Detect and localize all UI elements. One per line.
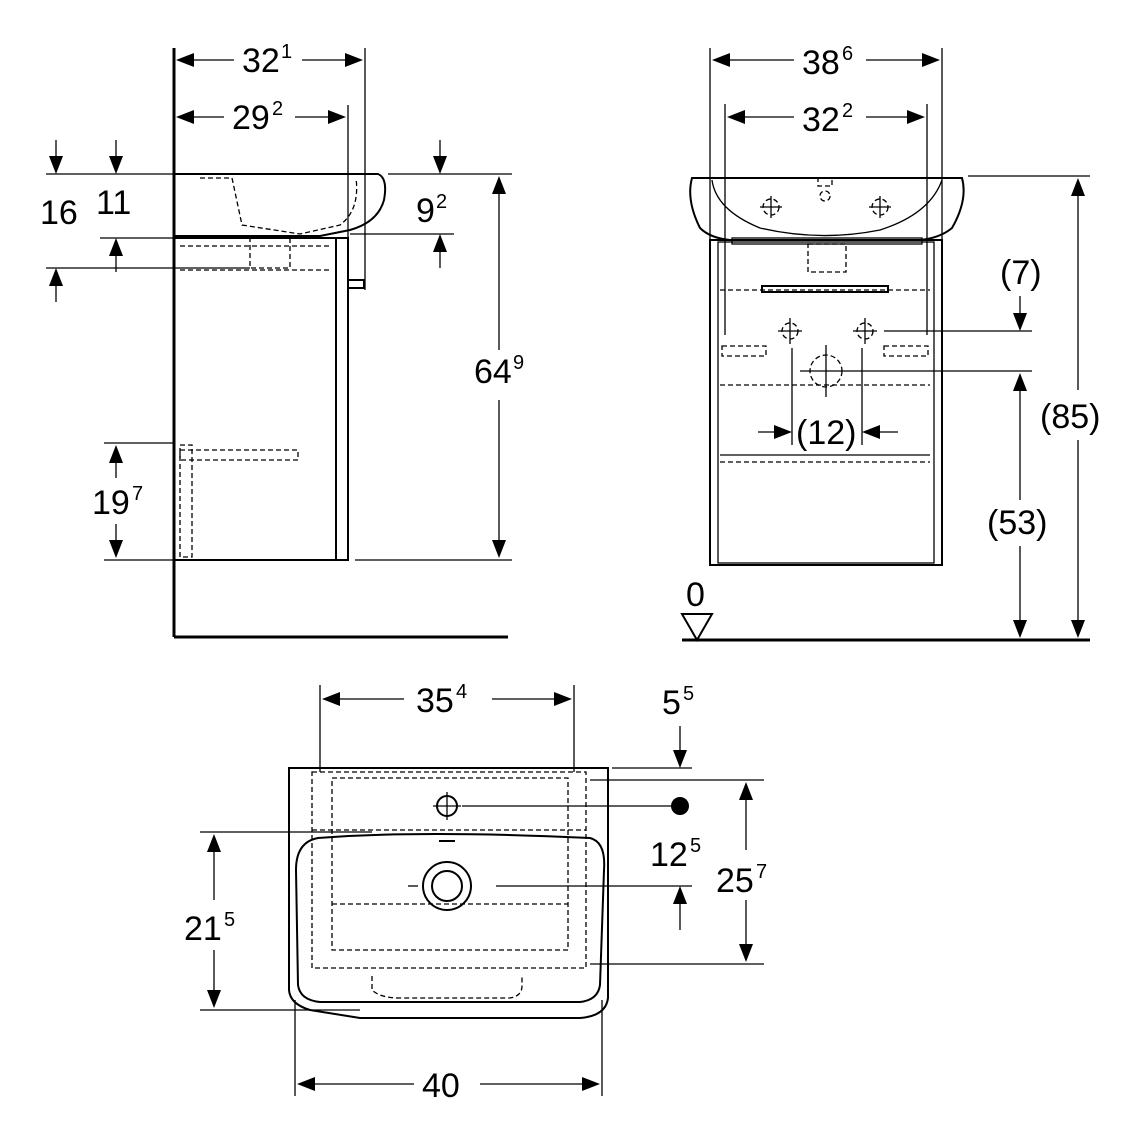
dim-basin-depth: 21 [184,910,222,948]
dim-cabinet-depth: 25 [716,862,754,900]
dim-side-width-total-sup: 1 [281,41,292,63]
dim-top-cabinet-width-sup: 4 [456,681,467,703]
siphon-dashed [249,237,291,269]
side-view: 32 1 29 2 16 11 9 2 [40,41,524,639]
dim-drawer-height-sup: 7 [132,483,143,505]
dim-tap-distance-sup: 5 [690,835,701,857]
dim-top-cabinet-width: 35 [416,682,454,720]
dim-cabinet-height: 64 [474,353,512,391]
dim-rim-height: 11 [96,184,131,222]
dim-overflow: 9 [416,192,435,230]
dim-total-height: (85) [1040,398,1100,436]
dim-waste-height: (53) [987,504,1047,542]
basin-side-profile [174,173,387,237]
drawer-dashed [179,449,299,461]
dim-basin-depth-sup: 5 [224,909,235,931]
valve-left [778,318,802,344]
dim-front-width-cabinet-sup: 2 [842,100,853,122]
dim-rear-offset: 5 [662,684,681,722]
tap-hole-left [760,196,782,218]
basin-bowl [294,833,606,1003]
dim-basin-height: 16 [40,194,78,232]
dim-basin-width: 40 [422,1067,460,1105]
floor-level-label: 0 [686,576,705,614]
tap-hole-top [433,792,461,820]
dim-waste-offset: (7) [1000,254,1042,292]
drain-top [408,861,472,911]
dim-side-width-basin-sup: 2 [272,98,283,120]
dim-rear-offset-sup: 5 [683,683,694,705]
top-view: 35 4 5 5 12 5 25 7 21 5 [184,681,767,1105]
floor-level-marker [680,613,714,643]
dim-front-width-basin: 38 [802,44,840,82]
basin-inner-dashed [200,177,358,235]
drawer-box-dashed [179,444,193,558]
dim-waste-spacing: (12) [796,414,856,452]
dim-drawer-height: 19 [92,484,130,522]
cabinet-side [173,237,337,561]
dim-overflow-sup: 2 [436,191,447,213]
basin-front-inner [711,179,943,237]
handle-side [347,279,365,289]
tap-hole-marker [671,797,689,815]
basin-top-outline [288,767,609,1019]
dim-cabinet-depth-sup: 7 [756,861,767,883]
front-view: 0 38 6 32 2 (7) (53) [680,43,1100,643]
waste-outlet [800,345,852,397]
cabinet-top-dashed [311,771,587,969]
tap-hole-right [869,196,891,218]
dim-side-width-total: 32 [242,42,280,80]
dim-tap-distance: 12 [650,836,688,874]
cabinet-front [709,239,943,566]
basin-front [689,177,965,241]
dim-front-width-cabinet: 32 [802,101,840,139]
valve-right [853,318,877,344]
dim-side-width-basin: 29 [232,99,270,137]
dim-front-width-basin-sup: 6 [842,43,853,65]
cabinet-front-inner [717,241,935,564]
dim-cabinet-height-sup: 9 [513,352,524,374]
cabinet-front-panel [335,237,349,561]
handle-front [761,285,889,293]
